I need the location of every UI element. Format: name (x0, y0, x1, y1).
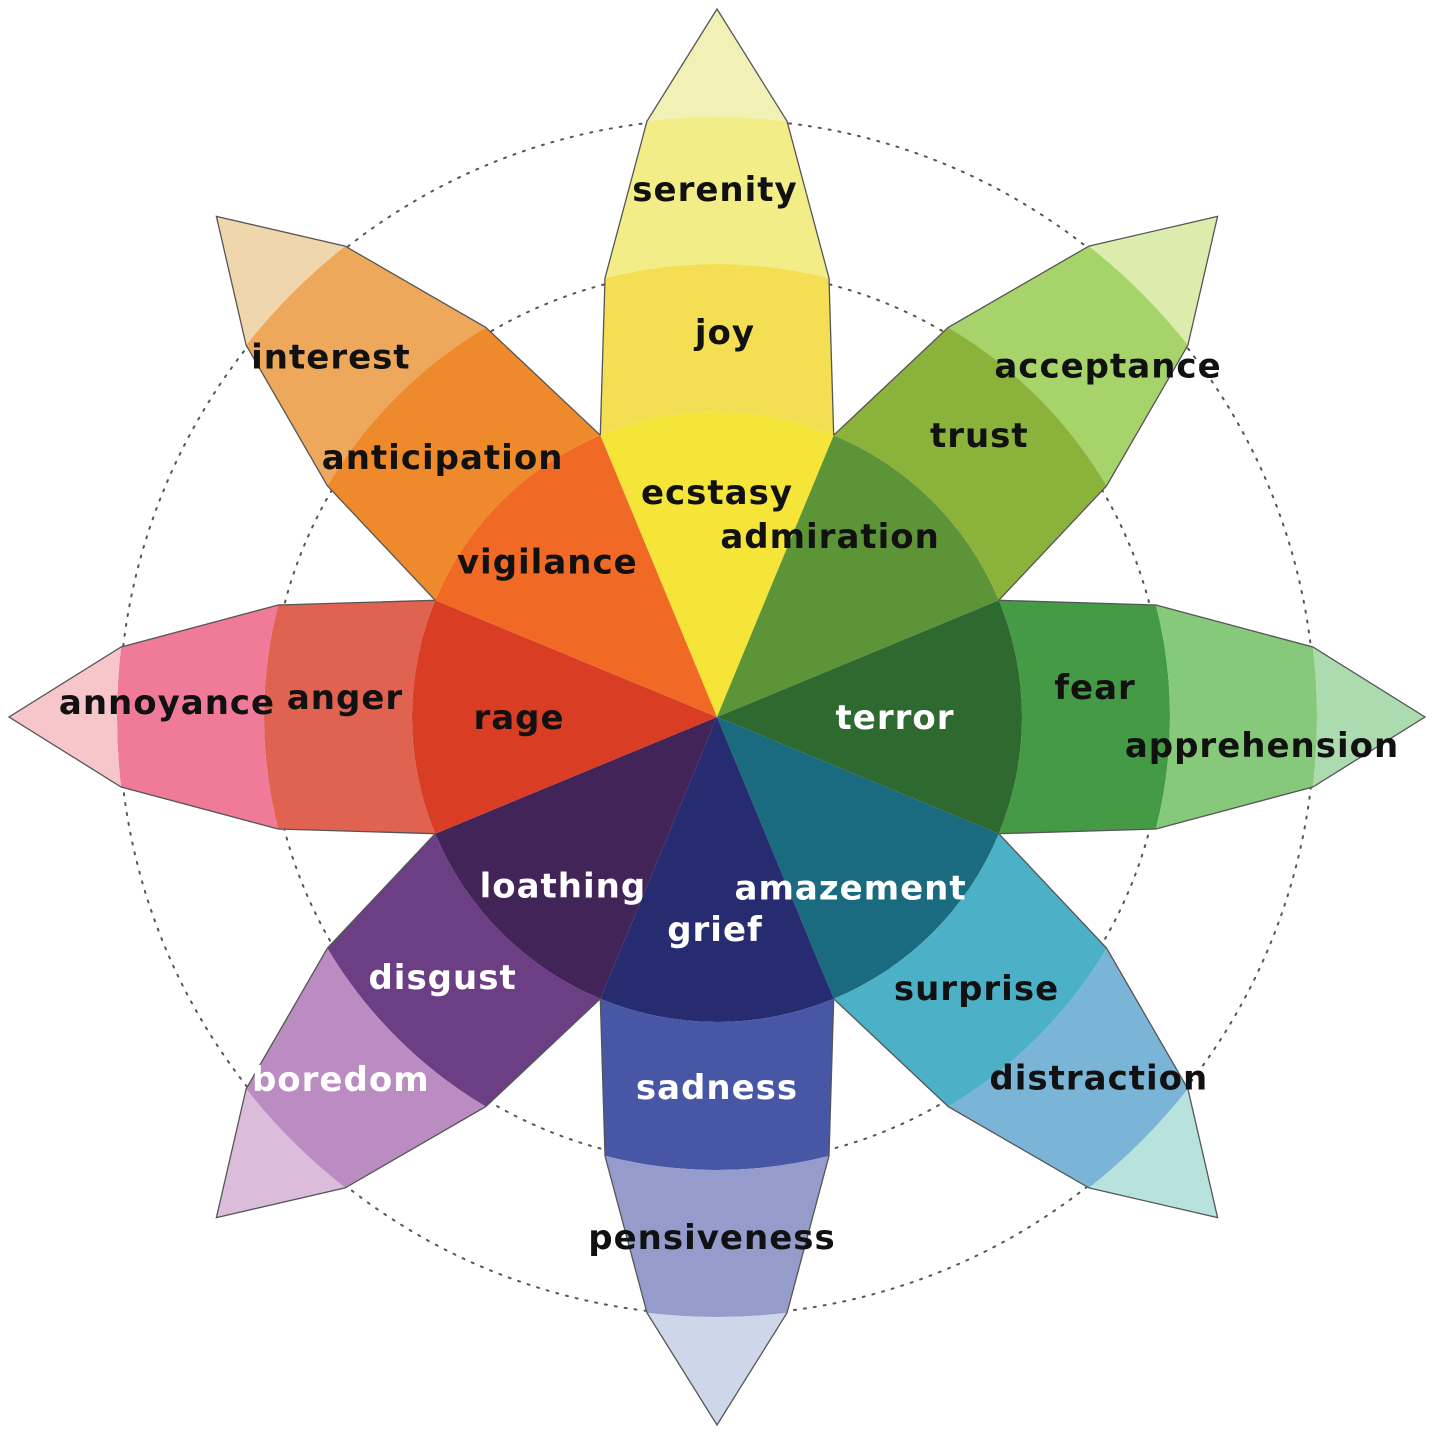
label-boredom: boredom (252, 1060, 430, 1100)
label-fear: fear (1054, 668, 1136, 708)
segment-loathing (435, 717, 717, 999)
label-distraction: distraction (989, 1059, 1208, 1099)
segment-boredom (246, 948, 486, 1188)
petal-fear (717, 599, 1427, 835)
segment-terror (717, 600, 1023, 834)
label-sadness: sadness (636, 1068, 798, 1108)
segment-fear (998, 600, 1170, 834)
petal-tip-joy (647, 9, 787, 122)
segment-apprehension (1155, 605, 1317, 829)
petal-tip-trust (1088, 216, 1218, 346)
petals-group (7, 7, 1427, 1427)
label-grief: grief (667, 910, 763, 950)
segment-sadness (600, 998, 834, 1170)
petal-outline-surprise (833, 833, 1219, 1219)
segment-annoyance (117, 605, 279, 829)
segment-amazement (717, 717, 999, 999)
label-serenity: serenity (632, 170, 797, 210)
segment-disgust (327, 833, 601, 1107)
label-joy: joy (693, 313, 755, 353)
petal-anger (7, 599, 717, 835)
segment-trust (833, 327, 1107, 601)
label-loathing: loathing (480, 866, 647, 906)
segment-admiration (717, 435, 999, 717)
label-amazement: amazement (735, 868, 967, 908)
petal-sadness (599, 717, 835, 1427)
label-terror: terror (836, 698, 955, 738)
petal-surprise (717, 717, 1219, 1219)
label-rage: rage (473, 698, 564, 738)
label-surprise: surprise (894, 969, 1059, 1009)
label-apprehension: apprehension (1125, 726, 1399, 766)
label-anticipation: anticipation (322, 438, 564, 478)
petal-tip-anticipation (216, 216, 346, 346)
segment-interest (246, 246, 486, 486)
label-trust: trust (930, 416, 1029, 456)
petal-joy (599, 7, 835, 717)
label-pensiveness: pensiveness (588, 1218, 835, 1258)
segment-grief (600, 717, 834, 1023)
segment-surprise (833, 833, 1107, 1107)
petal-tip-disgust (216, 1088, 346, 1218)
petal-trust (717, 215, 1219, 717)
label-disgust: disgust (368, 958, 516, 998)
segment-rage (411, 600, 717, 834)
petal-tip-surprise (1088, 1088, 1218, 1218)
segment-anticipation (327, 327, 601, 601)
petal-outline-disgust (215, 833, 601, 1219)
labels-group: ecstasy joy serenity admiration trust accepta… (59, 170, 1399, 1258)
petal-anticipation (215, 215, 717, 717)
label-annoyance: annoyance (59, 683, 275, 723)
label-admiration: admiration (720, 517, 940, 557)
petal-outline-joy (599, 7, 835, 436)
segment-anger (264, 600, 436, 834)
label-anger: anger (287, 678, 403, 718)
label-interest: interest (251, 337, 411, 377)
segment-pensiveness (605, 1155, 829, 1317)
petal-tip-anger (9, 647, 122, 787)
petal-outline-anger (7, 599, 436, 835)
label-ecstasy: ecstasy (641, 473, 793, 513)
petal-tip-fear (1312, 647, 1425, 787)
segment-distraction (948, 948, 1188, 1188)
petal-outline-trust (833, 215, 1219, 601)
segment-joy (600, 264, 834, 436)
petal-outline-fear (998, 599, 1427, 835)
segment-vigilance (435, 435, 717, 717)
label-vigilance: vigilance (457, 542, 638, 582)
petal-outline-sadness (599, 998, 835, 1427)
segment-acceptance (948, 246, 1188, 486)
petal-tip-sadness (647, 1312, 787, 1425)
segment-serenity (605, 117, 829, 279)
segment-ecstasy (600, 411, 834, 717)
petal-outline-anticipation (215, 215, 601, 601)
petal-disgust (215, 717, 717, 1219)
label-acceptance: acceptance (994, 347, 1221, 387)
